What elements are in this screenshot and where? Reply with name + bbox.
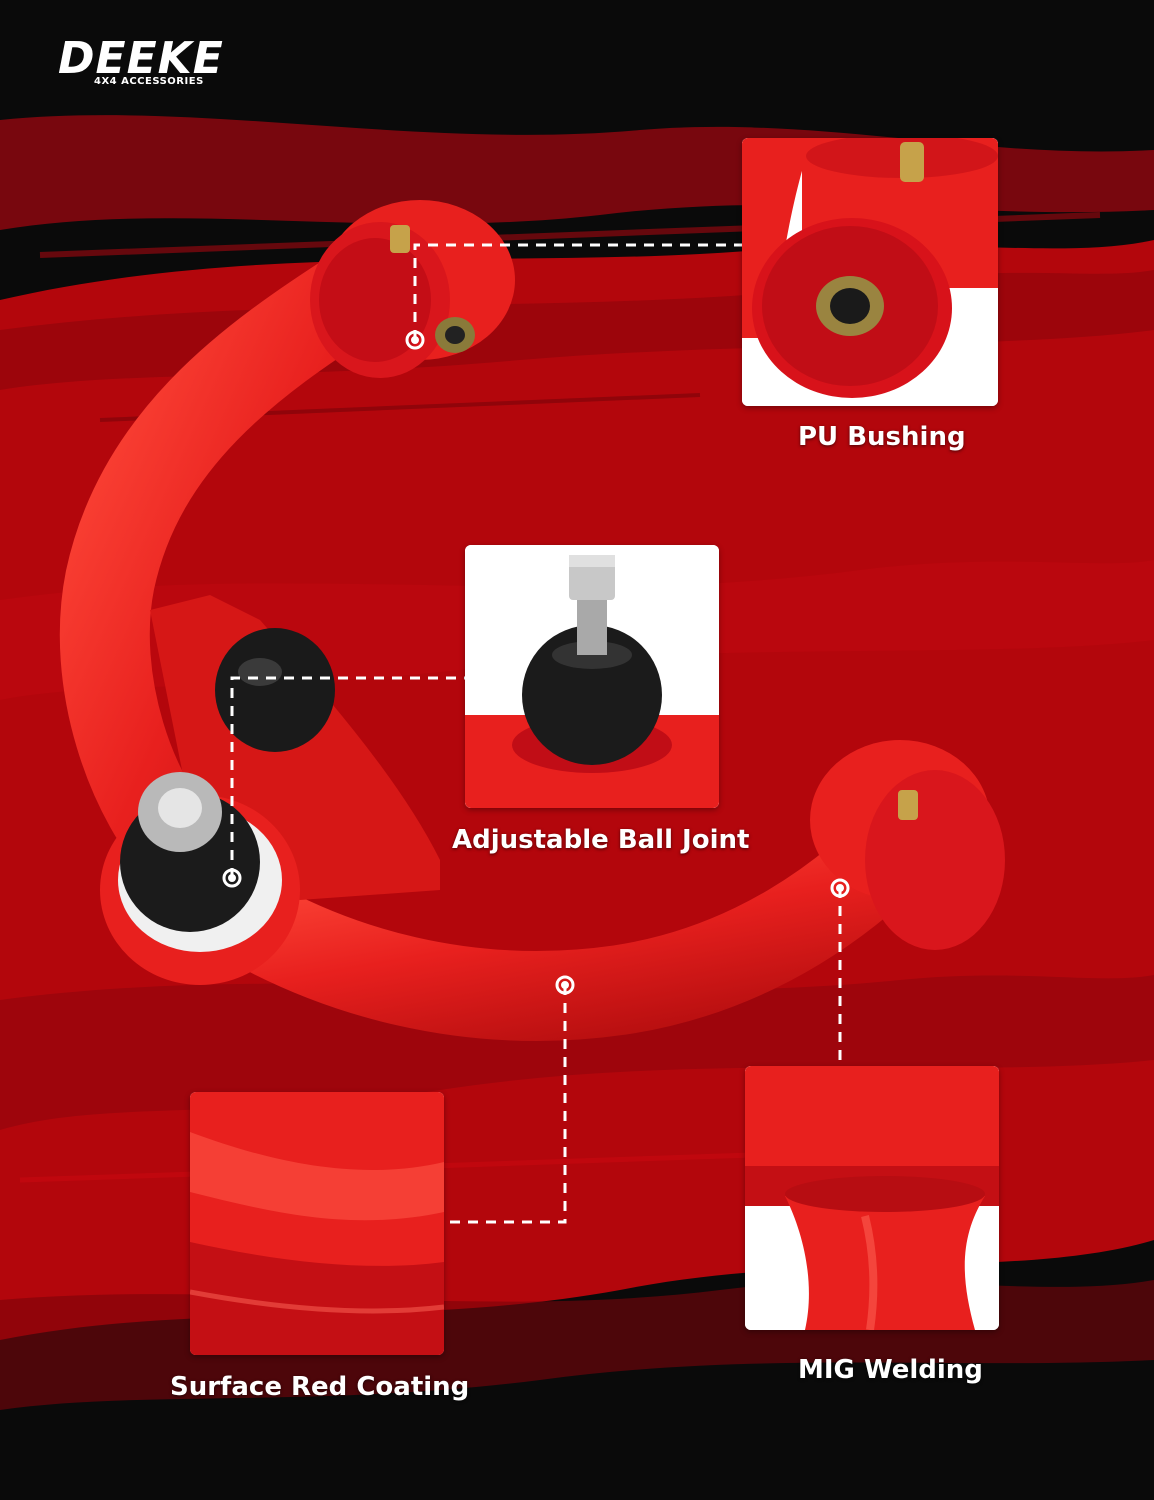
brand-tagline: 4X4 ACCESSORIES	[94, 76, 204, 87]
callout-label-pu-bushing: PU Bushing	[798, 422, 966, 452]
callout-label-red-coating: Surface Red Coating	[170, 1372, 470, 1402]
brand-logo: DEEKE 4X4 ACCESSORIES	[58, 36, 248, 96]
callout-label-mig-welding: MIG Welding	[798, 1355, 983, 1385]
weld-closeup	[745, 1066, 999, 1330]
lower-arm-tube	[155, 835, 905, 1041]
brand-name: DEEKE	[58, 33, 224, 84]
upper-arm-tube	[59, 245, 405, 905]
bump-stop	[215, 628, 335, 752]
bushing-closeup	[742, 138, 998, 406]
coating-closeup	[190, 1092, 444, 1355]
callout-label-ball-joint: Adjustable Ball Joint	[452, 825, 750, 855]
ball-joint-closeup	[465, 545, 719, 808]
target-markers	[222, 330, 850, 995]
